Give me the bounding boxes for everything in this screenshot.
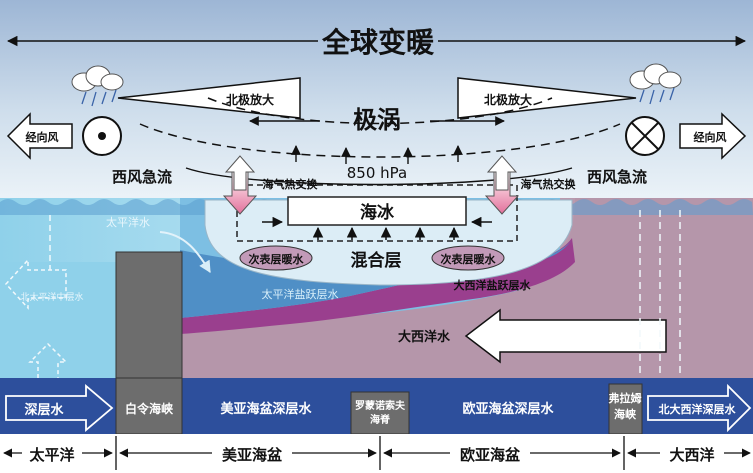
meridional-wind-right-arrow <box>679 112 747 160</box>
pressure-level-curve <box>185 167 573 186</box>
atlantic-water-label: 大西洋水 <box>398 329 451 345</box>
subsurface-warm-left <box>239 245 313 271</box>
amerasian-deep-water-label: 美亚海盆深层水 <box>220 401 312 417</box>
pacific-intermediate-label: 北太平洋中层水 <box>20 291 83 303</box>
pacific-water-label: 太平洋水 <box>106 215 150 229</box>
atlantic-water-arrow <box>464 308 667 364</box>
subsurface-warm-right-label: 次表层暖水 <box>441 252 497 266</box>
bering-strait-label: 白令海峡 <box>125 401 173 416</box>
subsurface-warm-left-label: 次表层暖水 <box>249 252 305 266</box>
lomonosov-ridge-block <box>350 391 410 435</box>
jet-cross-icon <box>631 122 659 150</box>
lomonosov-ridge-label-1: 罗蒙诺索夫 <box>355 399 406 412</box>
region-label-bg-amerasian <box>212 440 292 464</box>
westerly-jet-right-label: 西风急流 <box>587 168 647 186</box>
cloud-left-icon <box>71 65 124 107</box>
meridional-wind-right-label: 经向风 <box>694 130 727 144</box>
polar-amplification-right-wedge <box>457 77 637 119</box>
pacific-halocline-label: 太平洋盐跃层水 <box>262 287 339 301</box>
jet-dot-icon <box>98 132 106 140</box>
region-pacific: 太平洋 <box>29 446 74 464</box>
upward-air-arrows <box>291 145 463 164</box>
heat-exchange-right-icon <box>484 155 520 215</box>
pacific-intermediate-column <box>0 262 118 378</box>
fram-strait-label-2: 海峡 <box>614 407 637 421</box>
bering-strait-bottom <box>115 377 183 435</box>
mixed-layer-label: 混合层 <box>351 250 402 271</box>
polar-amplification-right-label: 北极放大 <box>484 92 532 107</box>
atlantic-halocline-layer <box>180 238 575 334</box>
pacific-outflow-arrow <box>4 258 67 310</box>
eurasian-deep-water-label: 欧亚海盆深层水 <box>462 401 554 417</box>
meridional-wind-left-arrow <box>6 112 73 160</box>
lomonosov-ridge-label-2: 海脊 <box>370 413 391 426</box>
pressure-level-label: 850 hPa <box>347 164 407 182</box>
polar-amplification-left-label: 北极放大 <box>226 92 274 107</box>
region-amerasian-basin: 美亚海盆 <box>222 446 283 464</box>
sea-ice-slab <box>287 196 467 226</box>
cloud-right-icon <box>629 63 682 105</box>
region-label-bg-pacific <box>22 440 82 464</box>
sky-background <box>0 0 753 205</box>
atlantic-dashed-lines <box>639 210 681 390</box>
atlantic-halocline-label: 大西洋盐跃层水 <box>454 278 532 292</box>
north-atlantic-deep-label: 北大西洋深层水 <box>659 402 737 416</box>
polar-vortex-outer-arc <box>139 123 621 158</box>
polar-vortex-label: 极涡 <box>353 106 401 134</box>
deep-upward-dashed-arrow <box>28 342 68 378</box>
subsurface-warm-right <box>431 245 505 271</box>
heat-exchange-left-label: 海气热交换 <box>263 177 319 191</box>
fram-strait-label-1: 弗拉姆 <box>609 391 642 405</box>
region-atlantic: 大西洋 <box>669 446 714 464</box>
westerly-jet-left-label: 西风急流 <box>112 168 172 186</box>
meridional-wind-left-label: 经向风 <box>26 130 59 144</box>
upward-heat-arrows <box>262 216 492 240</box>
region-label-bg-eurasian <box>450 440 530 464</box>
north-atlantic-deep-arrow <box>647 383 752 433</box>
region-eurasian-basin: 欧亚海盆 <box>460 446 521 464</box>
title-global-warming: 全球变暖 <box>321 26 435 59</box>
heat-exchange-left-icon <box>222 155 258 215</box>
heat-exchange-right-label: 海气热交换 <box>521 177 577 191</box>
deep-water-arrow <box>5 384 114 432</box>
region-label-bg-atlantic <box>660 440 724 464</box>
deep-water-label: 深层水 <box>24 402 64 418</box>
pacific-water-arrow <box>159 231 211 274</box>
sea-ice-label: 海冰 <box>360 202 395 223</box>
